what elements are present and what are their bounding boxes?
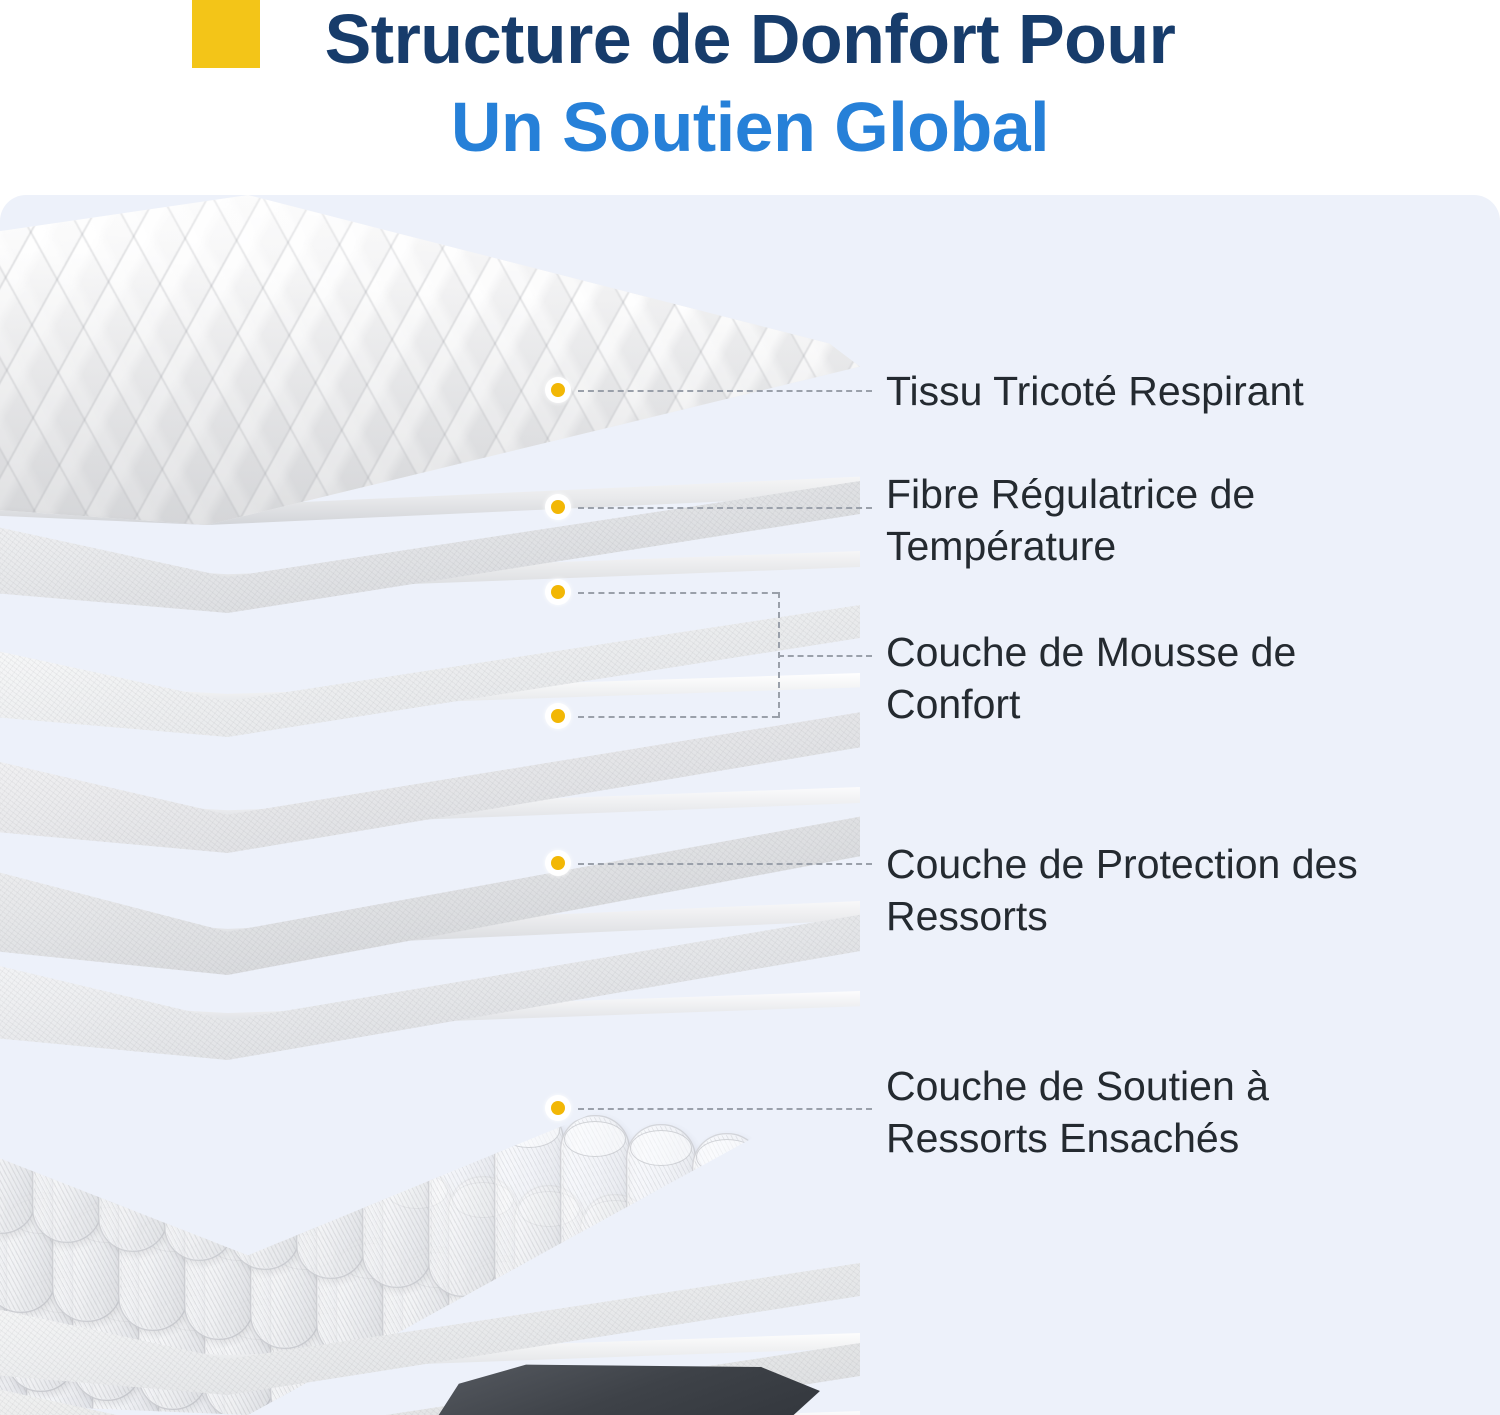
mattress-exploded-diagram bbox=[0, 195, 860, 1415]
callout-label-spring-protection: Couche de Protection des Ressorts bbox=[886, 841, 1358, 940]
title-block: Structure de Donfort Pour Un Soutien Glo… bbox=[0, 0, 1500, 195]
callout-label-pocket-springs: Couche de Soutien à Ressorts Ensachés bbox=[886, 1063, 1269, 1162]
layer-spring-protection bbox=[0, 895, 860, 1060]
page-title-line-2: Un Soutien Global bbox=[450, 88, 1050, 166]
page-title-line-1-text: Structure de Donfort Pour bbox=[324, 0, 1176, 78]
callout-label-comfort-foam: Couche de Mousse de Confort bbox=[886, 629, 1297, 728]
callout-label-knit-fabric: Tissu Tricoté Respirant bbox=[886, 368, 1304, 414]
layer-temperature-regulating-fibre bbox=[0, 463, 860, 613]
page-title-line-1: Structure de Donfort Pour bbox=[0, 4, 1500, 74]
layer-comfort-foam-lower bbox=[0, 693, 860, 853]
title-highlight-square bbox=[192, 0, 260, 68]
layer-comfort-foam-upper bbox=[0, 587, 860, 737]
diagram-panel bbox=[0, 195, 1500, 1415]
callout-label-temperature-fibre: Fibre Régulatrice de Température bbox=[886, 471, 1256, 570]
